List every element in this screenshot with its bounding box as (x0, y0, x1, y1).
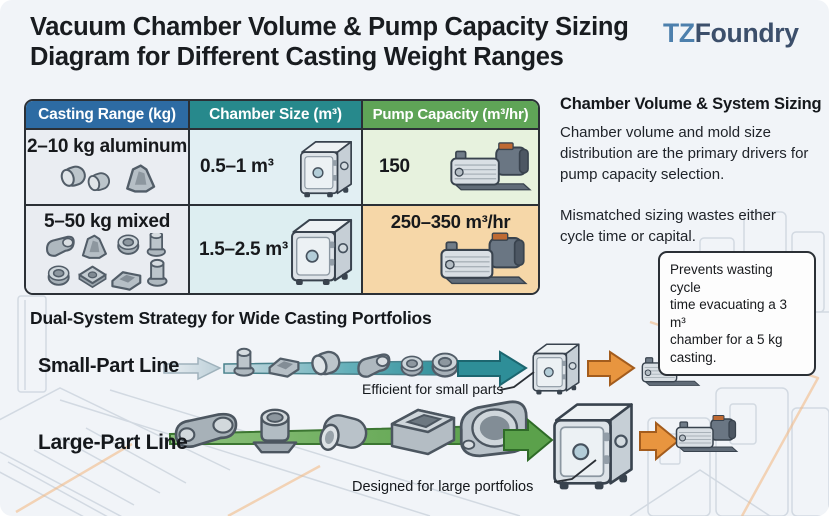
flow-start-arrow-icon (163, 356, 222, 381)
chamber-icon (297, 135, 355, 199)
casting-range-value: 2–10 kg aluminum (27, 136, 187, 157)
note-connector-large (553, 459, 597, 483)
side-panel-paragraph1: Chamber volume and mold size distributio… (560, 124, 809, 183)
dual-system-heading: Dual-System Strategy for Wide Casting Po… (30, 308, 432, 328)
casting-range-value: 5–50 kg mixed (43, 211, 170, 232)
table-row: 5–50 kg mixed (26, 206, 190, 293)
small-part-line-flow (163, 343, 700, 396)
note-connector-small (499, 371, 535, 391)
orange-arrow-icon (587, 350, 636, 387)
side-panel-heading: Chamber Volume & System Sizing (560, 95, 822, 113)
callout-bubble: Prevents wasting cycle time evacuating a… (658, 251, 816, 376)
pump-capacity-value: 250–350 m³/hr (390, 211, 511, 232)
table-row: 1.5–2.5 m³ (190, 206, 363, 293)
pump-icon (448, 141, 534, 193)
chamber-icon (288, 208, 355, 291)
pump-icon (438, 231, 530, 287)
side-panel-paragraph2: Mismatched sizing wastes either cycle ti… (560, 207, 776, 245)
large-pump-icon (675, 414, 738, 453)
table-row: 150 (363, 130, 538, 206)
small-part-line-label: Small-Part Line (38, 355, 180, 377)
col-header-pump-capacity: Pump Capacity (m³/hr) (363, 101, 538, 130)
pump-capacity-value: 150 (379, 156, 410, 177)
orange-arrow-icon (639, 420, 680, 462)
teal-arrow-icon (457, 350, 528, 387)
col-header-chamber-size: Chamber Size (m³) (190, 101, 363, 130)
green-arrow-icon (503, 417, 554, 463)
table-row: 250–350 m³/hr (363, 206, 538, 293)
note-designed-large-portfolios: Designed for large portfolios (352, 479, 534, 495)
small-chamber-icon (532, 343, 580, 396)
small-castings-icon (58, 163, 156, 194)
large-part-line-label: Large-Part Line (38, 431, 188, 454)
sizing-table: Casting Range (kg) Chamber Size (m³) Pum… (24, 99, 540, 295)
note-efficient-small-parts: Efficient for small parts (362, 381, 504, 397)
brand-prefix: TZ (663, 18, 695, 48)
side-panel: Chamber Volume & System Sizing Chamber v… (560, 95, 822, 267)
table-row: 0.5–1 m³ (190, 130, 363, 206)
brand-suffix: Foundry (694, 18, 799, 48)
chamber-size-value: 0.5–1 m³ (200, 156, 274, 177)
page-title-line1: Vacuum Chamber Volume & Pump Capacity Si… (30, 13, 629, 41)
col-header-casting-range: Casting Range (kg) (26, 101, 190, 130)
page-title-line2: Diagram for Different Casting Weight Ran… (30, 43, 564, 71)
page-title: Vacuum Chamber Volume & Pump Capacity Si… (30, 12, 629, 72)
large-part-line-flow (169, 400, 738, 491)
brand-logo: TZFoundry (663, 18, 799, 49)
chamber-size-value: 1.5–2.5 m³ (199, 238, 288, 260)
mixed-castings-icon (46, 233, 168, 291)
table-row: 2–10 kg aluminum (26, 130, 190, 206)
